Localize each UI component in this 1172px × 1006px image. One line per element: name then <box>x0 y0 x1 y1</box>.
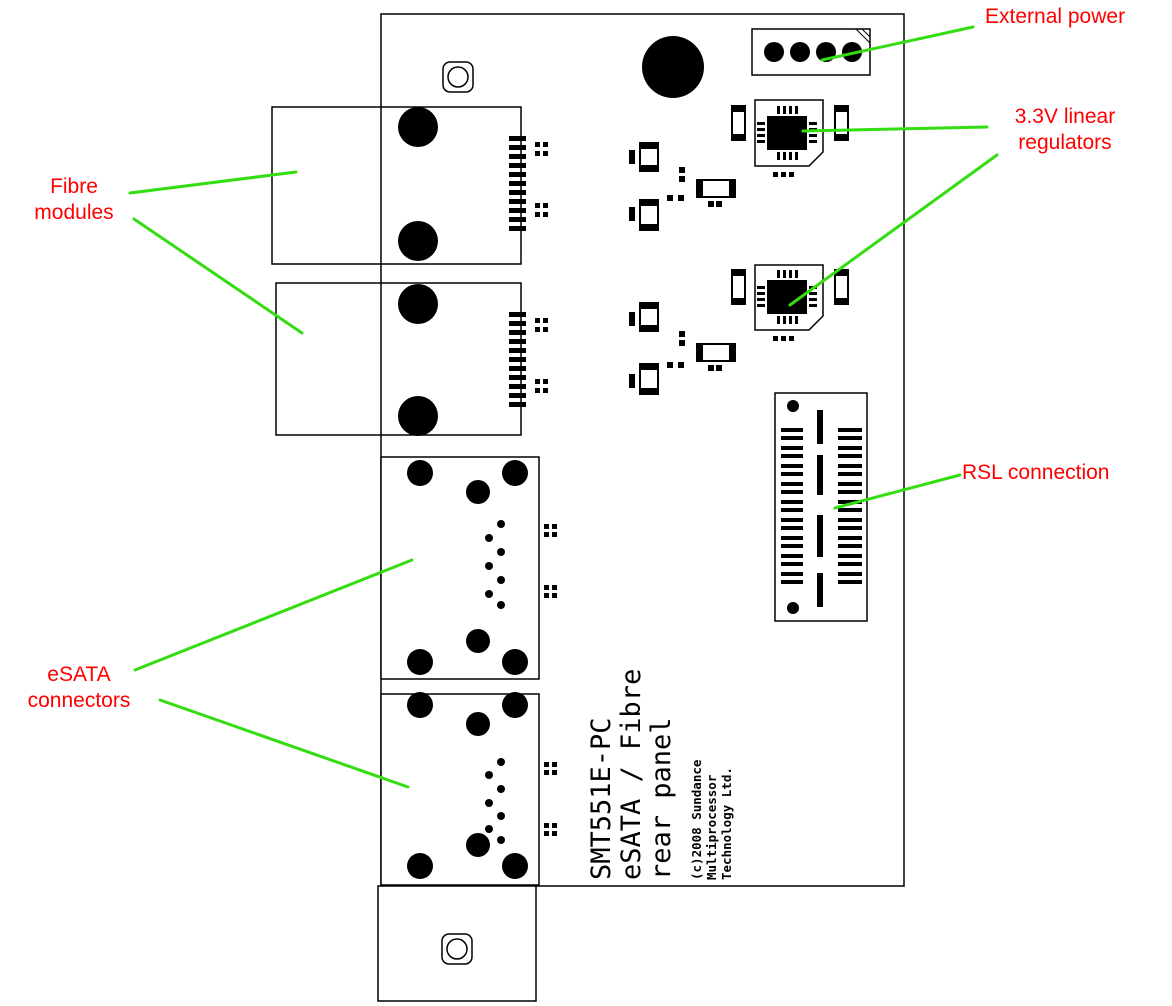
leader-regulator-1 <box>801 125 989 133</box>
fibre-module-1-pins <box>509 136 526 231</box>
label-linear-regulators-line1: 3.3V linear <box>1014 105 1116 128</box>
silkscreen-copyright-2: Multiprocessor <box>704 774 719 880</box>
leader-regulator-2 <box>788 153 999 307</box>
leader-esata-1 <box>133 558 414 672</box>
bottom-tab <box>377 885 537 1002</box>
label-esata-connectors: eSATA connectors <box>4 662 154 714</box>
label-fibre-modules: Fibre modules <box>14 174 134 226</box>
fibre-module-2 <box>275 282 526 436</box>
silkscreen-copyright-1: (c)2008 Sundance <box>689 759 704 880</box>
label-external-power: External power <box>985 5 1126 28</box>
leader-external-power <box>820 25 975 62</box>
label-esata-connectors-line2: connectors <box>27 689 131 712</box>
label-fibre-modules-line1: Fibre <box>50 175 98 198</box>
passives-upper <box>629 142 736 231</box>
silkscreen-line-1: SMT551E-PC <box>586 717 617 880</box>
silkscreen-copyright-3: Technology Ltd. <box>719 767 734 880</box>
label-linear-regulators-line2: regulators <box>1018 131 1112 154</box>
rsl-connector <box>774 392 868 622</box>
passives-lower <box>629 302 736 395</box>
leader-esata-2 <box>158 698 410 789</box>
esata-connector-1 <box>380 456 540 680</box>
silkscreen-line-2: eSATA / Fibre <box>616 669 647 880</box>
fibre-module-1 <box>271 106 526 265</box>
fibre-module-2-pins <box>509 312 526 407</box>
leader-fibre-2 <box>132 217 304 335</box>
label-fibre-modules-line2: modules <box>34 201 114 224</box>
leader-rsl <box>833 473 962 510</box>
leader-fibre-1 <box>128 170 298 195</box>
small-pads-esata <box>544 524 557 836</box>
label-linear-regulators: 3.3V linear regulators <box>990 104 1140 156</box>
label-esata-connectors-line1: eSATA <box>47 663 111 686</box>
esata-connector-2 <box>380 692 540 886</box>
label-rsl-connection: RSL connection <box>962 461 1110 484</box>
mounting-hole-top <box>442 61 474 93</box>
small-pads-fibre <box>535 142 548 393</box>
leader-lines <box>128 25 999 789</box>
external-power-connector <box>751 28 871 76</box>
silkscreen-line-3: rear panel <box>646 717 677 880</box>
silkscreen-text: SMT551E-PC eSATA / Fibre rear panel (c)2… <box>586 669 734 880</box>
large-round-component <box>642 36 704 98</box>
linear-regulator-2 <box>731 264 849 341</box>
